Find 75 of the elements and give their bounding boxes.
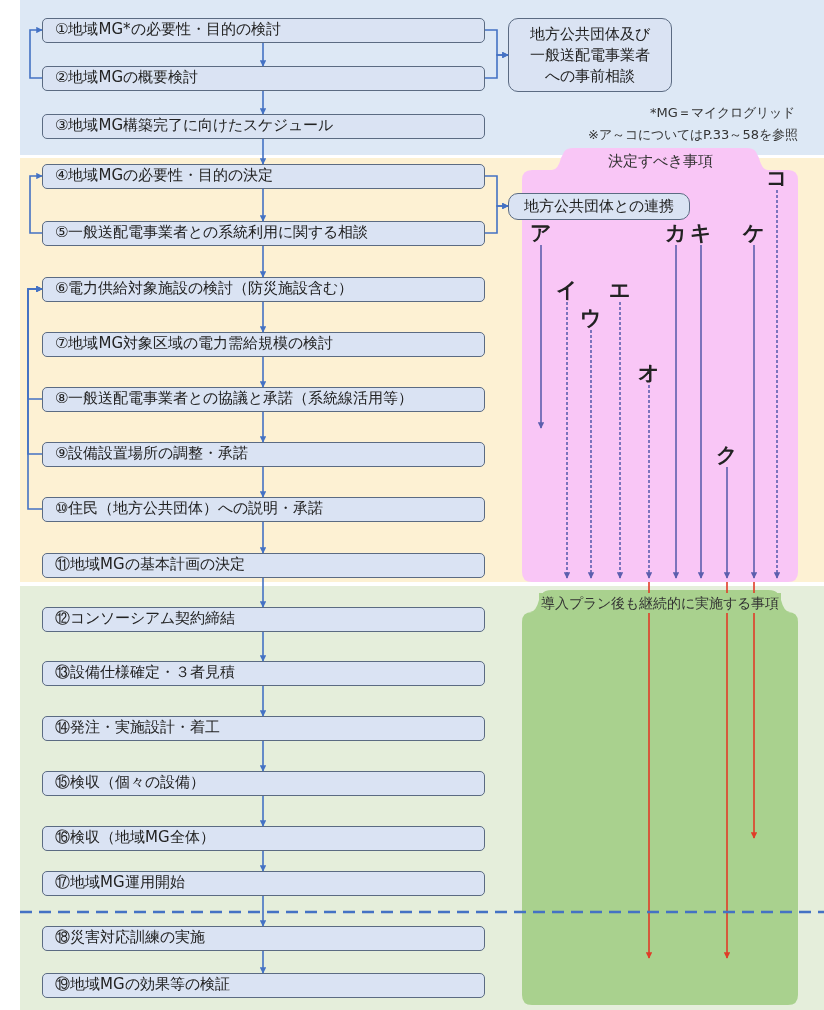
panel-heading: 導入プラン後も継続的に実施する事項 bbox=[539, 593, 781, 613]
tabbed-panel bbox=[522, 590, 798, 1005]
arrow bbox=[259, 950, 267, 974]
arrow bbox=[259, 895, 267, 927]
item-letter: ア bbox=[529, 221, 553, 245]
arrow bbox=[29, 26, 43, 79]
step-box: ④地域MGの必要性・目的の決定 bbox=[42, 164, 485, 189]
item-letter: イ bbox=[555, 278, 579, 302]
item-letter: オ bbox=[637, 361, 661, 385]
step-box: ⑯検収（地域MG全体） bbox=[42, 826, 485, 851]
arrow bbox=[259, 685, 267, 717]
arrow bbox=[259, 411, 267, 443]
arrow bbox=[672, 244, 680, 579]
arrow bbox=[259, 138, 267, 165]
arrow bbox=[484, 51, 509, 79]
item-letter: ク bbox=[715, 443, 739, 467]
panel-heading: 決定すべき事項 bbox=[607, 151, 713, 171]
step-box: ⑬設備仕様確定・３者見積 bbox=[42, 661, 485, 686]
item-letter: ケ bbox=[742, 221, 766, 245]
step-box: ⑦地域MG対象区域の電力需給規模の検討 bbox=[42, 332, 485, 357]
arrow bbox=[723, 581, 731, 959]
arrow bbox=[259, 466, 267, 498]
step-box: ⑥電力供給対象施設の検討（防災施設含む） bbox=[42, 277, 485, 302]
step-box: ①地域MG*の必要性・目的の検討 bbox=[42, 18, 485, 43]
arrow bbox=[645, 384, 653, 579]
arrow bbox=[259, 577, 267, 608]
step-box: ⑨設備設置場所の調整・承諾 bbox=[42, 442, 485, 467]
step-box: ⑩住民（地方公共団体）への説明・承諾 bbox=[42, 497, 485, 522]
footnote: ※ア～コについてはP.33～58を参照 bbox=[588, 126, 798, 144]
arrow bbox=[29, 172, 43, 234]
step-box: ⑪地域MGの基本計画の決定 bbox=[42, 553, 485, 578]
rounded-box: 地方公共団体との連携 bbox=[508, 193, 690, 220]
item-letter: ウ bbox=[579, 306, 603, 330]
arrow bbox=[259, 90, 267, 115]
phase-band bbox=[20, 0, 824, 155]
arrow bbox=[259, 301, 267, 333]
arrow bbox=[259, 631, 267, 662]
arrow bbox=[259, 521, 267, 554]
arrow bbox=[563, 301, 571, 579]
arrow bbox=[259, 850, 267, 872]
tabbed-panel bbox=[522, 148, 798, 582]
arrow bbox=[259, 42, 267, 67]
item-letter: コ bbox=[765, 166, 789, 190]
step-box: ②地域MGの概要検討 bbox=[42, 66, 485, 91]
step-box: ③地域MG構築完了に向けたスケジュール bbox=[42, 114, 485, 139]
phase-band bbox=[20, 586, 824, 1010]
arrow bbox=[750, 581, 758, 839]
arrow bbox=[750, 244, 758, 579]
arrow bbox=[484, 202, 509, 234]
arrow bbox=[723, 466, 731, 579]
step-box: ⑫コンソーシアム契約締結 bbox=[42, 607, 485, 632]
arrow bbox=[259, 188, 267, 222]
step-box: ⑧一般送配電事業者との協議と承諾（系統線活用等） bbox=[42, 387, 485, 412]
arrow bbox=[587, 329, 595, 579]
arrow bbox=[645, 581, 653, 959]
arrow bbox=[259, 245, 267, 278]
step-box: ⑲地域MGの効果等の検証 bbox=[42, 973, 485, 998]
arrow bbox=[259, 740, 267, 772]
item-letter: キ bbox=[689, 221, 713, 245]
arrow bbox=[27, 285, 43, 510]
arrow bbox=[773, 189, 781, 579]
item-letter: カ bbox=[664, 221, 688, 245]
arrow bbox=[616, 301, 624, 579]
arrow bbox=[259, 356, 267, 388]
rounded-box: 地方公共団体及び一般送配電事業者への事前相談 bbox=[508, 18, 672, 92]
step-box: ⑱災害対応訓練の実施 bbox=[42, 926, 485, 951]
arrow bbox=[697, 244, 705, 579]
step-box: ⑮検収（個々の設備） bbox=[42, 771, 485, 796]
arrow bbox=[259, 795, 267, 827]
step-box: ⑤一般送配電事業者との系統利用に関する相談 bbox=[42, 221, 485, 246]
item-letter: エ bbox=[608, 278, 632, 302]
footnote: *MG＝マイクログリッド bbox=[650, 104, 795, 122]
step-box: ⑰地域MG運用開始 bbox=[42, 871, 485, 896]
arrow bbox=[537, 244, 545, 429]
step-box: ⑭発注・実施設計・着工 bbox=[42, 716, 485, 741]
